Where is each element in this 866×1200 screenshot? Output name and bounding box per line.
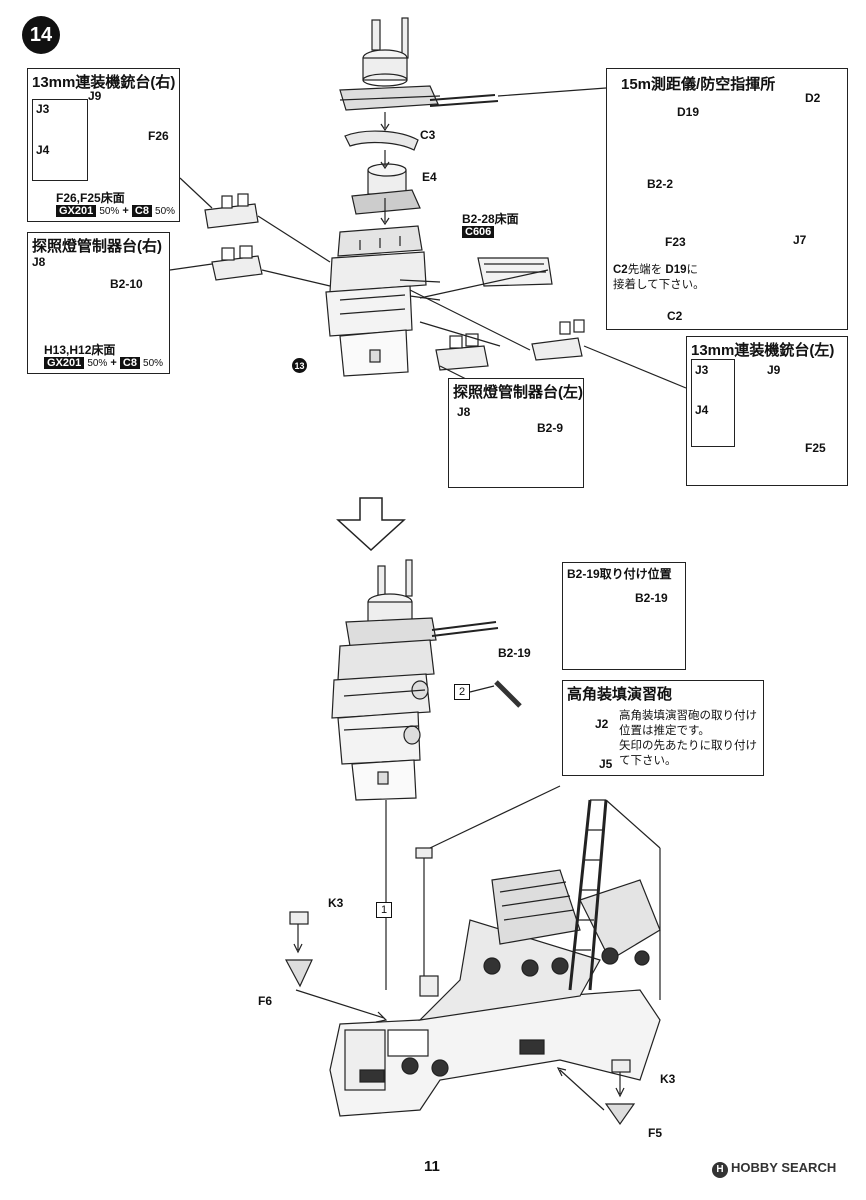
part-label-j8: J8 — [457, 405, 471, 419]
leader-lines — [169, 87, 687, 389]
part-label-f25: F25 — [805, 441, 826, 455]
watermark-logo: H — [712, 1162, 728, 1178]
paint-ratio: 50% — [87, 358, 108, 369]
assembled-bridge-drawing — [331, 559, 522, 990]
part-label-j9: J9 — [88, 89, 102, 103]
part-label-f6: F6 — [258, 994, 273, 1008]
mg-left-box: 13mm連装機銃台(左) J3 J9 J4 F25 — [686, 336, 848, 486]
sequence-marker-1: 1 — [376, 902, 392, 918]
part-label-j9: J9 — [767, 363, 781, 377]
part-label-j8: J8 — [32, 255, 46, 269]
paint-code-c8: C8 — [131, 205, 152, 217]
b2-19-position-title: B2-19取り付け位置 — [567, 567, 672, 581]
paint-mix-searchlight: GX201 50% + C8 50% — [44, 357, 163, 369]
hull-drawing — [284, 785, 661, 1126]
paint-ratio: 50% — [99, 206, 120, 217]
part-label-b2-19: B2-19 — [498, 646, 531, 660]
mg-right-box: 13mm連装機銃台(右) J9 J3 J4 F26 F26,F25床面 GX20… — [27, 68, 180, 222]
searchlight-right-box: 探照燈管制器台(右) J8 B2-10 H13,H12床面 GX201 50% … — [27, 232, 170, 374]
paint-ratio: 50% — [143, 358, 164, 369]
part-label-f5: F5 — [648, 1126, 663, 1140]
note-text: 先端を — [627, 264, 663, 276]
deck-note-right: F26,F25床面 — [56, 191, 125, 205]
part-label-j4: J4 — [36, 143, 50, 157]
b2-19-position-box: B2-19取り付け位置 B2-19 — [562, 562, 686, 670]
rangefinder-title: 15m測距儀/防空指揮所 — [621, 76, 776, 93]
paint-code-gx201: GX201 — [44, 357, 85, 369]
part-label-k3-left: K3 — [328, 896, 344, 910]
part-label-j3: J3 — [36, 102, 50, 116]
searchlight-left-title: 探照燈管制器台(左) — [453, 384, 583, 401]
mg-right-title: 13mm連装機銃台(右) — [32, 74, 176, 91]
note-part-d19: D19 — [665, 264, 687, 276]
sequence-marker-2: 2 — [454, 684, 470, 700]
page-number: 11 — [424, 1158, 440, 1175]
upper-bridge-drawing — [325, 17, 499, 377]
part-label-c3: C3 — [420, 128, 436, 142]
note-text: 接着して下さい。 — [613, 279, 705, 291]
step-number-badge: 14 — [22, 16, 60, 54]
part-label-b2-19-inset: B2-19 — [635, 591, 668, 605]
training-gun-box: 高角装填演習砲 J2 J5 高角装填演習砲の取り付け 位置は推定です。 矢印の先… — [562, 680, 764, 776]
paint-code-c606: C606 — [462, 226, 495, 238]
paint-code-c8: C8 — [119, 357, 140, 369]
mg-right-subbox — [32, 99, 88, 181]
watermark-text: HOBBY SEARCH — [731, 1160, 837, 1175]
rangefinder-box: 15m測距儀/防空指揮所 D19 D2 B2-2 F23 J7 C2先端を D1… — [606, 68, 848, 330]
deck-note-searchlight: H13,H12床面 — [44, 343, 116, 357]
searchlight-left-box: 探照燈管制器台(左) J8 B2-9 — [448, 378, 584, 488]
paint-plus: + — [110, 357, 117, 369]
searchlight-right-title: 探照燈管制器台(右) — [32, 238, 162, 255]
floating-components — [204, 193, 585, 371]
part-label-f23: F23 — [665, 235, 686, 249]
part-label-e4: E4 — [422, 170, 437, 184]
part-label-j3: J3 — [695, 363, 709, 377]
paint-ratio: 50% — [155, 206, 176, 217]
part-label-j4: J4 — [695, 403, 709, 417]
previous-step-marker: 13 — [292, 358, 307, 373]
part-label-c2: C2 — [667, 309, 683, 323]
part-label-j5: J5 — [599, 757, 613, 771]
part-label-f26: F26 — [148, 129, 169, 143]
b2-28-deck-note: B2-28床面 — [462, 212, 519, 226]
training-gun-title: 高角装填演習砲 — [567, 686, 673, 703]
part-label-b2-9: B2-9 — [537, 421, 564, 435]
note-part-c2: C2 — [613, 264, 628, 276]
mg-left-subbox — [691, 359, 735, 447]
paint-code-gx201: GX201 — [56, 205, 97, 217]
training-gun-note: 高角装填演習砲の取り付け 位置は推定です。 矢印の先あたりに取り付け て下さい。 — [619, 709, 757, 769]
part-label-d2: D2 — [805, 91, 821, 105]
part-label-j7: J7 — [793, 233, 807, 247]
paint-plus: + — [122, 205, 129, 217]
part-label-k3-right: K3 — [660, 1072, 676, 1086]
note-line: て下さい。 — [619, 755, 677, 767]
part-label-b2-2: B2-2 — [647, 177, 674, 191]
note-line: 高角装填演習砲の取り付け — [619, 710, 757, 722]
note-line: 矢印の先あたりに取り付け — [619, 740, 757, 752]
paint-code-c606-wrap: C606 — [462, 226, 495, 238]
part-label-d19: D19 — [677, 105, 700, 119]
note-line: 位置は推定です。 — [619, 725, 710, 737]
down-arrow — [336, 497, 406, 552]
paint-mix-right: GX201 50% + C8 50% — [56, 205, 175, 217]
rangefinder-note: C2先端を D19に 接着して下さい。 — [613, 263, 705, 293]
part-label-j2: J2 — [595, 717, 609, 731]
part-label-b2-10: B2-10 — [110, 277, 143, 291]
mg-left-title: 13mm連装機銃台(左) — [691, 342, 835, 359]
note-text: に — [686, 264, 699, 276]
